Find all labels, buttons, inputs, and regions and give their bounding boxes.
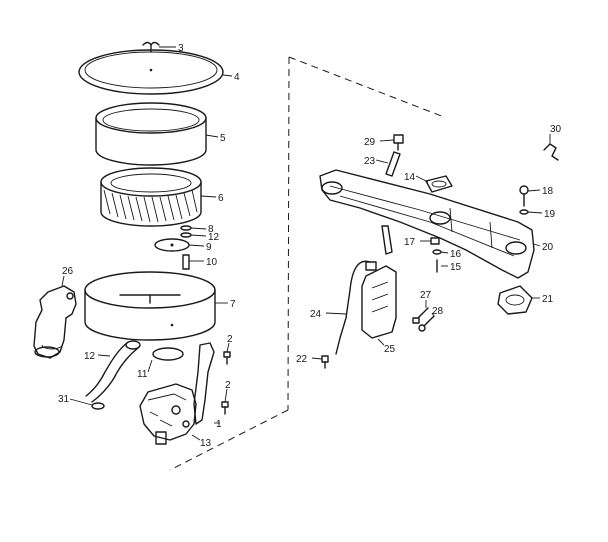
part-label: 31 <box>58 394 70 405</box>
part-label: 28 <box>432 306 444 317</box>
part-label: 6 <box>218 193 224 204</box>
part-label: 18 <box>542 186 554 197</box>
part-label: 3 <box>178 43 184 54</box>
fitting-part <box>321 355 329 369</box>
intake-manifold-part <box>319 169 535 279</box>
gasket-ring-part <box>152 347 184 361</box>
fastener-part <box>430 237 440 245</box>
gasket-plate-part <box>425 175 453 193</box>
part-label: 20 <box>542 242 554 253</box>
part-label: 24 <box>310 309 322 320</box>
part-label: 13 <box>200 438 212 449</box>
part-label: 15 <box>450 262 462 273</box>
part-label: 12 <box>84 351 96 362</box>
screw-part <box>412 307 429 324</box>
part-label: 10 <box>206 257 218 268</box>
part-label: 12 <box>208 232 220 243</box>
part-label: 4 <box>234 72 240 83</box>
part-label: 8 <box>208 224 214 235</box>
part-label: 9 <box>206 242 212 253</box>
part-label: 16 <box>450 249 462 260</box>
washer-part <box>519 209 529 215</box>
housing-ring-part <box>95 102 207 166</box>
part-label: 23 <box>364 156 376 167</box>
base-housing-part <box>84 271 216 341</box>
filter-element-part <box>100 167 202 227</box>
group-outline <box>169 56 445 471</box>
screw-part <box>418 315 435 332</box>
intake-elbow-part <box>33 285 77 359</box>
air-cleaner-cover-part <box>78 49 224 95</box>
gasket-stack-part <box>154 225 192 252</box>
bolt-part <box>519 185 529 207</box>
carburetor-part <box>139 383 197 445</box>
part-label: 5 <box>220 133 226 144</box>
fuel-pump-part <box>361 261 397 339</box>
small-hose-part <box>385 151 401 177</box>
part-label: 11 <box>137 369 148 380</box>
fastener-part <box>432 249 442 255</box>
part-label: 2 <box>225 380 231 391</box>
leader-lines <box>61 46 551 441</box>
part-label: 2 <box>227 334 233 345</box>
hose-part <box>85 340 141 403</box>
part-label: 29 <box>364 137 376 148</box>
part-label: 14 <box>404 172 416 183</box>
part-label: 21 <box>542 294 554 305</box>
part-label: 26 <box>62 266 74 277</box>
stud-part <box>182 254 190 270</box>
fitting-part <box>393 134 404 151</box>
part-label: 22 <box>296 354 308 365</box>
manifold-gasket-part <box>497 285 533 315</box>
fuel-line-part <box>335 260 371 355</box>
clip-part <box>543 143 559 161</box>
part-labels: 1 2 2 3 4 5 6 7 8 9 10 11 12 12 13 14 15… <box>58 43 562 449</box>
part-label: 17 <box>404 237 416 248</box>
screw-part <box>221 401 229 415</box>
part-label: 19 <box>544 209 556 220</box>
part-label: 27 <box>420 290 432 301</box>
o-ring-part <box>91 402 105 410</box>
part-label: 25 <box>384 344 396 355</box>
part-label: 30 <box>550 124 562 135</box>
screw-part <box>223 351 231 365</box>
support-bracket-part <box>193 342 215 425</box>
part-label: 1 <box>216 419 222 430</box>
wing-nut-part <box>142 41 160 53</box>
vent-tube-part <box>381 225 393 255</box>
part-label: 7 <box>230 299 236 310</box>
